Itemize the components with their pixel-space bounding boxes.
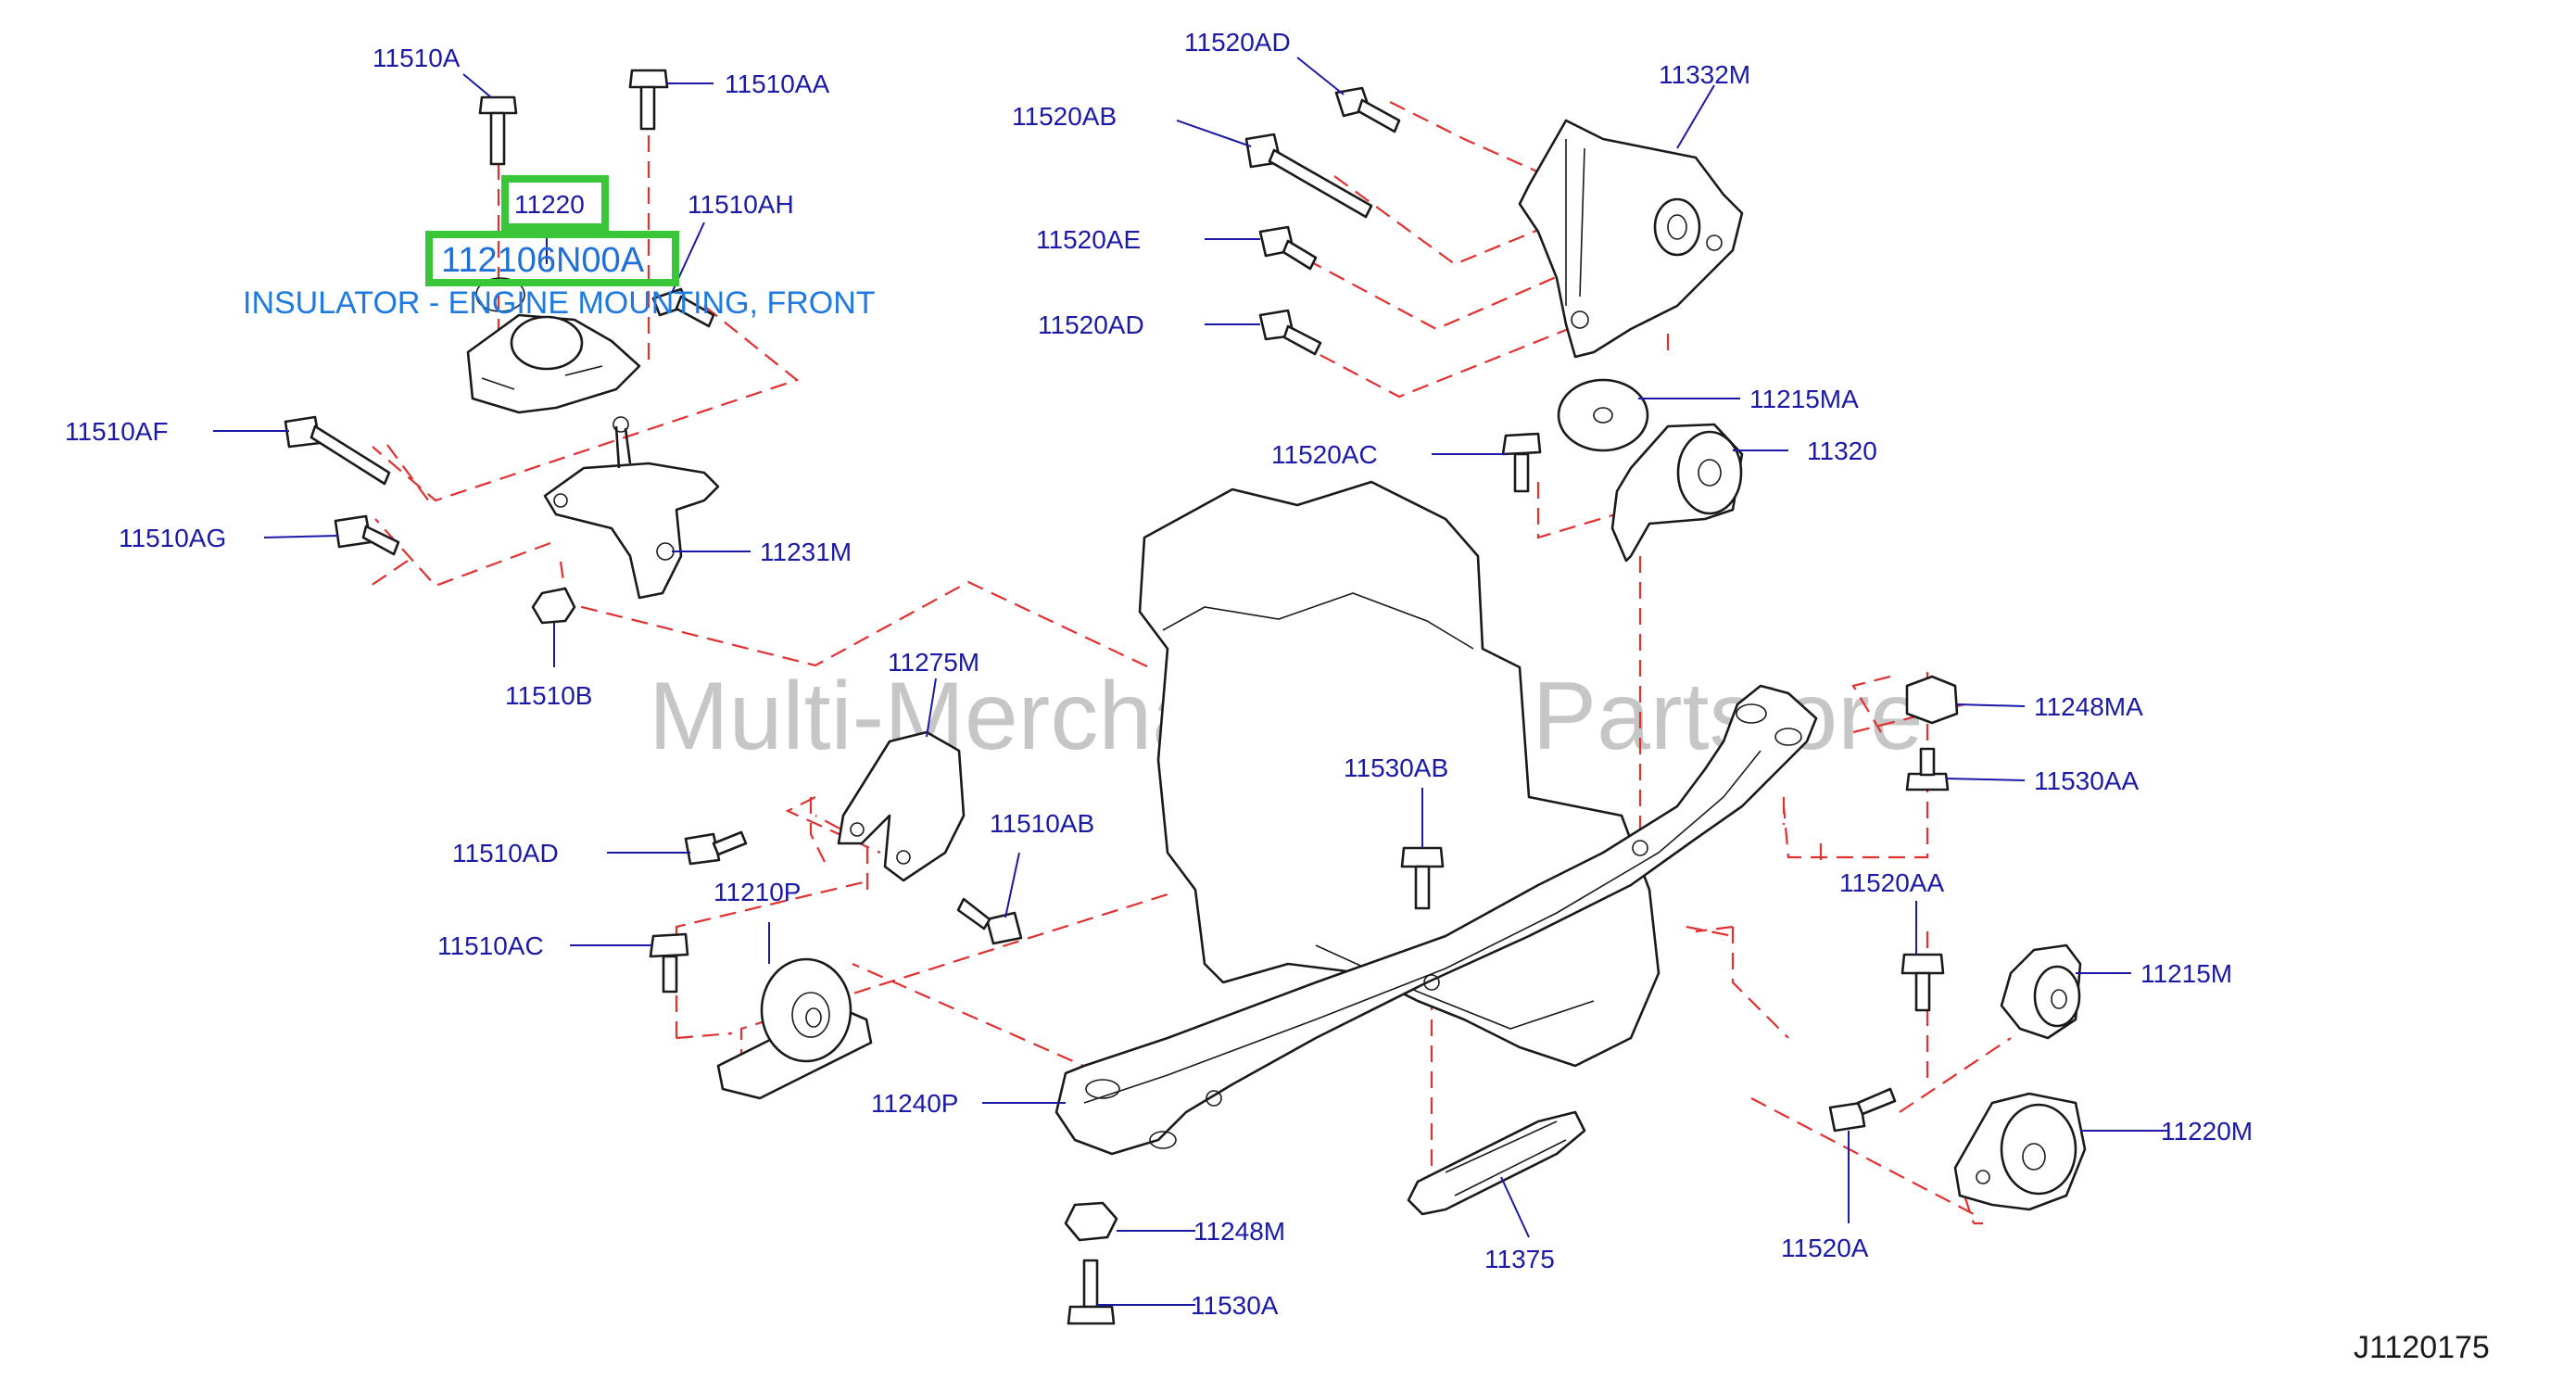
callout-11510AH: 11510AH — [688, 190, 794, 219]
callout-11510B: 11510B — [505, 681, 592, 710]
alignment-lines — [370, 101, 2012, 1225]
callout-11520AB: 11520AB — [1012, 102, 1117, 131]
bracket-11332M — [1518, 119, 1744, 359]
washer-11215MA — [1557, 378, 1649, 452]
callout-11215M: 11215M — [2140, 959, 2232, 988]
bolt-11530A — [1067, 1259, 1116, 1325]
callout-11375: 11375 — [1484, 1245, 1555, 1273]
bolt-11520A — [1828, 1087, 1897, 1133]
bolt-11510AG — [334, 514, 400, 556]
bolt-11520AE — [1258, 225, 1318, 271]
callout-11520A: 11520A — [1781, 1234, 1869, 1262]
bolt-11510AF — [284, 415, 391, 486]
callout-11320: 11320 — [1807, 437, 1877, 465]
highlight-oem-number: 112106N00A — [441, 241, 645, 280]
bolt-11520AA — [1900, 953, 1945, 1012]
callout-11332M: 11332M — [1659, 60, 1750, 89]
callout-11275M: 11275M — [888, 648, 979, 677]
highlight-overlay: 11220 112106N00A INSULATOR - ENGINE MOUN… — [243, 175, 876, 321]
callout-11510AF: 11510AF — [65, 417, 169, 446]
callout-11520AA: 11520AA — [1839, 868, 1944, 897]
callout-11210P: 11210P — [713, 878, 801, 906]
bolt-11520AB — [1244, 133, 1373, 219]
insulator-11220 — [466, 277, 641, 414]
callout-11530AB: 11530AB — [1344, 753, 1448, 782]
diagram-code: J1120175 — [2354, 1330, 2490, 1365]
insulator-11220M — [1953, 1092, 2087, 1211]
callout-11520AD-mid: 11520AD — [1038, 310, 1144, 339]
callout-11510AA: 11510AA — [725, 70, 829, 98]
highlight-description: INSULATOR - ENGINE MOUNTING, FRONT — [243, 285, 876, 321]
bolt-11510AD — [684, 830, 748, 866]
nut-11510B — [531, 587, 576, 625]
callout-11510AG: 11510AG — [119, 524, 226, 552]
bracket-11275M — [837, 730, 966, 882]
damper-11375 — [1407, 1110, 1586, 1216]
leader-lines — [213, 57, 2168, 1306]
bolt-11510AB — [956, 897, 1023, 945]
bracket-11231M — [543, 416, 720, 600]
callout-11520AE: 11520AE — [1036, 225, 1141, 254]
callout-11520AC: 11520AC — [1271, 440, 1378, 469]
highlight-box-part — [501, 175, 609, 231]
callout-11248M: 11248M — [1193, 1217, 1285, 1246]
crossmember-11240P — [1054, 684, 1818, 1156]
callout-11220M: 11220M — [2161, 1117, 2253, 1146]
callout-11215MA: 11215MA — [1749, 385, 1859, 413]
insulator-11210P — [716, 957, 873, 1100]
nut-11248M — [1064, 1201, 1118, 1242]
highlight-part-number: 11220 — [514, 190, 585, 219]
callout-11530AA: 11530AA — [2034, 766, 2139, 795]
insulator-11320 — [1610, 423, 1744, 563]
callout-11520AD-top: 11520AD — [1184, 28, 1291, 57]
bolt-11530AB — [1400, 846, 1445, 910]
insulator-11215M — [2000, 943, 2082, 1040]
callout-labels: 11510A 11510AA 11510AH 11510AF 11510AG 1… — [65, 28, 2253, 1320]
callout-11510AD: 11510AD — [452, 839, 559, 867]
bolt-11520AD-mid — [1258, 309, 1322, 356]
fasteners — [284, 69, 1959, 1325]
callout-11240P: 11240P — [871, 1089, 958, 1118]
bolt-11530AA — [1905, 747, 1950, 791]
callout-11510A: 11510A — [373, 44, 461, 72]
callout-11231M: 11231M — [760, 538, 852, 566]
callout-11510AB: 11510AB — [990, 809, 1094, 838]
callout-11510AC: 11510AC — [437, 931, 544, 960]
bolt-11510AC — [649, 932, 689, 994]
bolt-11510A — [478, 95, 518, 166]
callout-11248MA: 11248MA — [2034, 692, 2143, 721]
highlight-box-oem — [425, 231, 679, 286]
callout-11530A: 11530A — [1191, 1291, 1279, 1320]
bolt-11520AD-top — [1334, 86, 1401, 133]
bolt-11520AC — [1501, 432, 1542, 493]
bolt-11510AA — [628, 69, 669, 131]
nut-11248MA — [1905, 675, 1959, 725]
